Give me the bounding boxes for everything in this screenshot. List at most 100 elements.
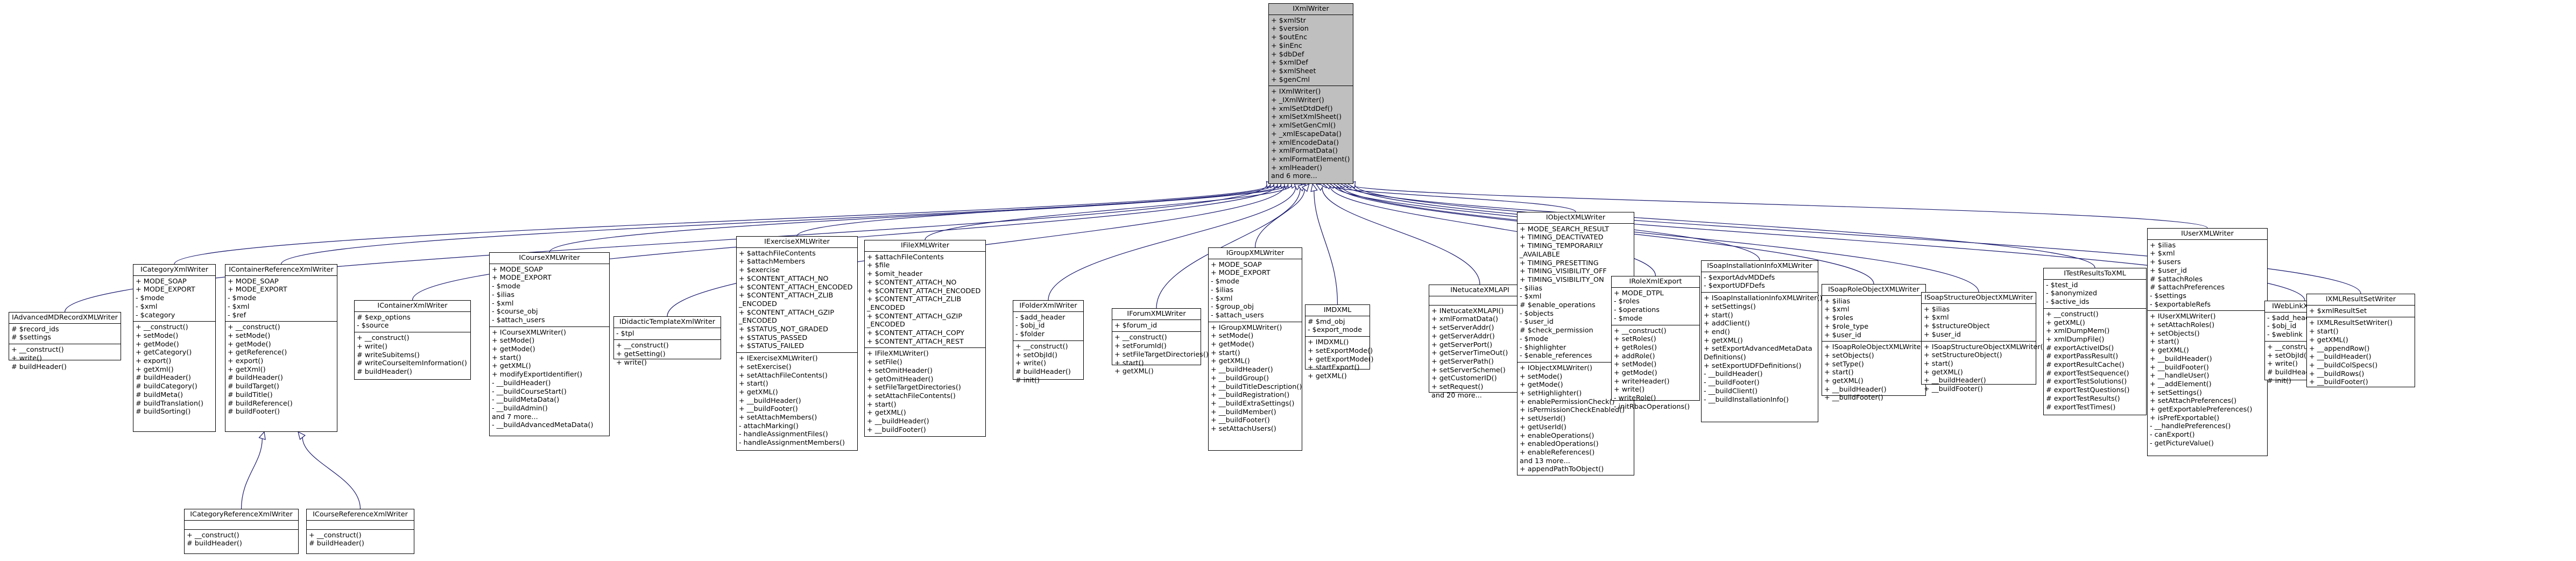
method-item: + __buildGroup() — [1211, 374, 1269, 382]
class-ifile-xmlwriter[interactable]: IFileXMLWriter+ $attachFileContents+ $fi… — [864, 240, 986, 437]
class-isoap-role-object-xmlwriter[interactable]: ISoapRoleObjectXMLWriter+ $ilias+ $xml+ … — [1822, 284, 1929, 402]
method-item: + getMode() — [228, 340, 271, 349]
class-iadvanced-mdrecord-xmlwriter[interactable]: IAdvancedMDRecordXMLWriter# $record_ids#… — [9, 312, 121, 371]
method-item: - __buildInstallationInfo() — [1704, 395, 1789, 404]
methods-section: + IObjectXMLWriter()+ setMode()+ getMode… — [1518, 361, 1634, 475]
inheritance-arrowhead-g0 — [258, 431, 266, 441]
method-item: + setMode() — [1211, 332, 1254, 340]
method-item: + __buildHeader() — [2150, 354, 2212, 363]
attribute-item: - $operations — [1614, 306, 1660, 315]
class-icategory-xml-writer[interactable]: ICategoryXmlWriter+ MODE_SOAP+ MODE_EXPO… — [133, 264, 216, 432]
method-item: + xmlDumpFile() — [2046, 335, 2105, 344]
method-item: - __buildHeader() — [492, 379, 551, 387]
class-irole-xml-export[interactable]: IRoleXmlExport+ MODE_DTPL- $roles- $oper… — [1611, 276, 1700, 411]
class-imdxml[interactable]: IMDXML# $md_obj- $export_mode+ IMDXML()+… — [1305, 304, 1374, 380]
method-item: + INetucateXMLAPI() — [1431, 307, 1504, 315]
class-icourse-xmlwriter[interactable]: ICourseXMLWriter+ MODE_SOAP+ MODE_EXPORT… — [489, 252, 610, 436]
method-item: # exportTestSequence() — [2046, 369, 2129, 378]
method-item: + __buildHeader() — [867, 417, 929, 426]
class-name: IFolderXmlWriter — [1019, 302, 1077, 310]
inheritance-edge-c10 — [1254, 189, 1305, 248]
attributes-section: + MODE_SOAP+ MODE_EXPORT- $mode- $ilias-… — [490, 263, 609, 326]
method-item: + setExercise() — [739, 363, 792, 371]
class-ididactic-template-xml-writer[interactable]: IDidacticTemplateXmlWriter- $tpl+ __cons… — [613, 316, 721, 367]
attribute-item: + $CONTENT_ATTACH_GZIP — [739, 308, 835, 317]
attribute-item: - $objects — [1520, 309, 1554, 318]
method-item: + setAttachFileContents() — [739, 371, 828, 380]
method-item: - attachMarking() — [739, 422, 799, 430]
attribute-item: # $check_permission — [1520, 326, 1593, 335]
class-itest-results-to-xml[interactable]: ITestResultsToXML- $test_id- $anonymized… — [2043, 268, 2147, 415]
method-item: + xmlSetXmlSheet() — [1271, 113, 1342, 122]
method-item: + start() — [867, 400, 897, 409]
method-item: # exportPassResult() — [2046, 352, 2119, 361]
class-icourse-reference-xml-writer[interactable]: ICourseReferenceXmlWriter+ __construct()… — [306, 509, 414, 554]
class-igroup-xmlwriter[interactable]: IGroupXMLWriter+ MODE_SOAP+ MODE_EXPORT-… — [1208, 247, 1302, 451]
method-item: + setSettings() — [1704, 302, 1756, 311]
attributes-section: + MODE_SOAP+ MODE_EXPORT- $mode- $xml- $… — [133, 275, 215, 322]
method-item: + getExportablePreferences() — [2150, 406, 2253, 414]
method-item: + getServerPort() — [1431, 340, 1493, 349]
method-item: # buildCategory() — [136, 382, 197, 391]
attributes-section — [1429, 295, 1530, 305]
method-item: - handleAssignmentFiles() — [739, 430, 828, 439]
class-name: ICategoryXmlWriter — [140, 266, 209, 274]
class-iexercise-xmlwriter[interactable]: IExerciseXMLWriter+ $attachFileContents+… — [736, 236, 858, 451]
class-ifolder-xml-writer[interactable]: IFolderXmlWriter- $add_header- $obj_id- … — [1013, 300, 1084, 385]
method-item: + setObjects() — [2150, 329, 2200, 338]
class-ixmlresult-set-writer[interactable]: IXMLResultSetWriter+ $xmlResultSet+ IXML… — [2306, 294, 2415, 387]
class-name: IMDXML — [1323, 306, 1352, 314]
method-item: + setFileTargetDirectories() — [867, 384, 961, 392]
method-item: + setServerScheme() — [1431, 366, 1506, 374]
methods-section: + IMDXML()+ setExportMode()+ getExportMo… — [1305, 336, 1374, 382]
method-item: + setSettings() — [2150, 388, 2202, 397]
class-ixml-writer[interactable]: IXmlWriter+ $xmlStr+ $version+ $outEnc+ … — [1268, 3, 1353, 184]
class-icategory-reference-xml-writer[interactable]: ICategoryReferenceXmlWriter+ __construct… — [184, 509, 299, 554]
inheritance-edge-c12 — [1322, 187, 1480, 285]
attribute-item: - $mode — [228, 294, 257, 303]
method-item: + setFile() — [867, 358, 902, 367]
attribute-item: - $add_header — [2267, 314, 2317, 322]
attribute-item: + $xml — [1824, 306, 1850, 314]
method-item: + setForumId() — [1114, 342, 1167, 351]
attribute-item: + MODE_EXPORT — [1211, 269, 1271, 278]
class-icontainer-xml-writer[interactable]: IContainerXmlWriter# $exp_options- $sour… — [354, 300, 471, 380]
method-item: - getPictureValue() — [2150, 439, 2214, 448]
method-item: + getXML() — [1824, 377, 1864, 386]
method-item: + xmlSetDtdDef() — [1271, 104, 1333, 113]
attribute-item: - $ilias — [1211, 286, 1234, 294]
methods-section: + __construct()+ setMode()+ getMode()+ g… — [133, 321, 215, 418]
class-iuser-xmlwriter[interactable]: IUserXMLWriter+ $ilias+ $xml+ $users+ $u… — [2147, 228, 2268, 456]
method-item: + setAttachRoles() — [2150, 321, 2215, 330]
attribute-item: - $test_id — [2046, 281, 2078, 289]
method-item: - __buildMetaData() — [492, 396, 560, 404]
method-item: + __construct() — [357, 334, 410, 343]
attribute-item: + $role_type — [1824, 322, 1869, 331]
method-item: + start() — [1704, 311, 1733, 319]
attribute-item: + $genCml — [1271, 75, 1310, 84]
method-item: # buildFooter() — [228, 408, 280, 416]
attribute-item: - $xml — [1520, 293, 1542, 301]
class-name: IFileXMLWriter — [901, 242, 949, 250]
class-name: ITestResultsToXML — [2064, 269, 2126, 278]
class-isoap-installation-info-xmlwriter[interactable]: ISoapInstallationInfoXMLWriter- $exportA… — [1701, 260, 1822, 422]
class-name: ICategoryReferenceXmlWriter — [190, 510, 293, 519]
method-item: + setMode() — [1614, 360, 1657, 369]
class-inetucate-xmlapi[interactable]: INetucateXMLAPI+ INetucateXMLAPI()+ xmlF… — [1429, 285, 1531, 400]
method-item: + getXML() — [1704, 336, 1743, 345]
methods-section: + IXMLResultSetWriter()+ start()+ getXML… — [2307, 317, 2415, 388]
method-item: + isPrefExportable() — [2150, 414, 2220, 422]
attributes-section: + $ilias+ $xml+ $users+ $user_id# $attac… — [2148, 239, 2267, 311]
method-item: + enableOperations() — [1520, 431, 1594, 440]
methods-section: + __construct()+ write()# buildHeader() — [9, 344, 121, 373]
method-item: and 7 more... — [492, 413, 538, 421]
class-name: IXMLResultSetWriter — [2325, 295, 2396, 303]
attribute-item: + TIMING_VISIBILITY_ON — [1520, 275, 1604, 284]
method-item: + getXML() — [867, 409, 906, 417]
attribute-item: + $STATUS_PASSED — [739, 333, 808, 342]
method-item: + addClient() — [1704, 319, 1750, 328]
class-isoap-structure-object-xmlwriter[interactable]: ISoapStructureObjectXMLWriter+ $ilias+ $… — [1921, 292, 2045, 393]
method-item: + __buildExtraSettings() — [1211, 399, 1295, 408]
class-icontainer-reference-xml-writer[interactable]: IContainerReferenceXmlWriter+ MODE_SOAP+… — [225, 264, 337, 432]
class-iforum-xmlwriter[interactable]: IForumXMLWriter+ $forum_id+ __construct(… — [1112, 308, 1209, 375]
